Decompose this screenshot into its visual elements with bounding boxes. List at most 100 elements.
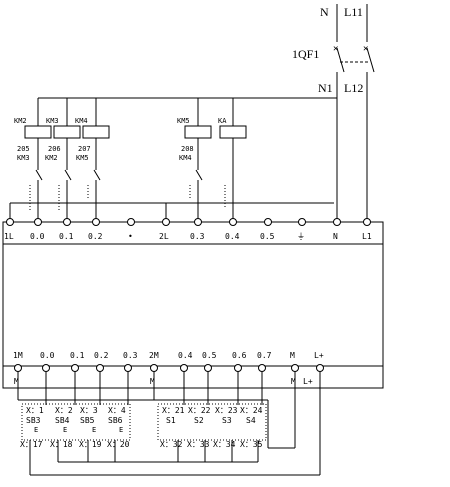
breaker-blade-n: [336, 47, 345, 73]
input-terminal[interactable]: [14, 364, 22, 372]
coil-km5-label: KM5: [177, 117, 190, 125]
svg-text:M: M: [150, 377, 155, 386]
breaker-mark-n: ✕: [333, 44, 338, 54]
coil-km2-label: KM2: [14, 117, 27, 125]
svg-text:M: M: [14, 377, 19, 386]
breaker-label: 1QF1: [292, 47, 319, 61]
svg-text:KM4: KM4: [179, 154, 192, 162]
output-terminal[interactable]: [363, 218, 371, 226]
svg-text:X：23: X：23: [215, 406, 238, 415]
svg-text:X：21: X：21: [162, 406, 185, 415]
output-terminal[interactable]: [162, 218, 170, 226]
input-terminal[interactable]: [234, 364, 242, 372]
output-terminal[interactable]: [92, 218, 100, 226]
svg-text:X：35: X：35: [240, 440, 263, 449]
coil-ka-label: KA: [218, 117, 227, 125]
input-terminal[interactable]: [316, 364, 324, 372]
output-terminal[interactable]: [264, 218, 272, 226]
coil-km4: [82, 125, 110, 139]
input-terminal-labels: 1M 0.0 0.1 0.2 0.3 2M 0.4 0.5 0.6 0.7 M …: [13, 351, 324, 360]
svg-text:207: 207: [78, 145, 91, 153]
power-l11-label: L11: [344, 5, 363, 19]
coil-ka: [219, 125, 247, 139]
svg-text:L1: L1: [362, 232, 372, 241]
device-s3: S3: [222, 416, 232, 425]
input-terminal[interactable]: [291, 364, 299, 372]
contact-annotations: [29, 185, 226, 212]
coil-km2: [24, 125, 52, 139]
coil-km3: [53, 125, 81, 139]
svg-text:0.2: 0.2: [94, 351, 109, 360]
output-terminal[interactable]: [298, 218, 306, 226]
svg-text:X：2: X：2: [55, 406, 73, 415]
power-n-label: N: [320, 5, 329, 19]
output-terminal[interactable]: [34, 218, 42, 226]
output-terminal[interactable]: [6, 218, 14, 226]
input-terminal[interactable]: [42, 364, 50, 372]
svg-text:L+: L+: [303, 377, 313, 386]
ground-icon: ⏚: [297, 232, 305, 241]
output-terminal[interactable]: [194, 218, 202, 226]
input-terminal[interactable]: [150, 364, 158, 372]
coil-km5: [184, 125, 212, 139]
svg-text:0.4: 0.4: [178, 351, 193, 360]
interlock-contact-km3: [35, 169, 43, 181]
svg-text:0.5: 0.5: [260, 232, 275, 241]
interlock-contact-km5: [93, 169, 101, 181]
svg-text:X：4: X：4: [108, 406, 126, 415]
field-terminals-top: X：1 X：2 X：3 X：4 X：21 X：22 X：23 X：24: [26, 406, 263, 415]
svg-text:1L: 1L: [4, 232, 14, 241]
pushbutton-icon: E: [34, 426, 38, 434]
svg-text:208: 208: [181, 145, 194, 153]
svg-text:2L: 2L: [159, 232, 169, 241]
breaker-mark-l: ✕: [363, 44, 368, 54]
input-pin-letters: M M M L+: [14, 377, 313, 386]
input-branch-wires: [29, 371, 263, 475]
input-terminal[interactable]: [96, 364, 104, 372]
svg-text:0.3: 0.3: [123, 351, 138, 360]
svg-text:206: 206: [48, 145, 61, 153]
svg-text:0.0: 0.0: [40, 351, 55, 360]
field-terminals-bottom: X：17 X：18 X：19 X：20 X：32 X：33 X：34 X：35: [20, 440, 263, 449]
svg-text:X：17: X：17: [20, 440, 43, 449]
input-terminal[interactable]: [124, 364, 132, 372]
svg-text:0.7: 0.7: [257, 351, 272, 360]
svg-text:0.2: 0.2: [88, 232, 103, 241]
interlock-contact-km2: [64, 169, 72, 181]
svg-text:0.4: 0.4: [225, 232, 240, 241]
output-terminal[interactable]: [127, 218, 135, 226]
device-s4: S4: [246, 416, 256, 425]
svg-text:1M: 1M: [13, 351, 23, 360]
input-terminal[interactable]: [258, 364, 266, 372]
coil-km3-label: KM3: [46, 117, 59, 125]
svg-text:X：32: X：32: [160, 440, 183, 449]
output-terminal[interactable]: [229, 218, 237, 226]
svg-text:X：34: X：34: [213, 440, 236, 449]
device-sb5: SB5: [80, 416, 95, 425]
output-terminal[interactable]: [333, 218, 341, 226]
device-s1: S1: [166, 416, 176, 425]
svg-text:0.3: 0.3: [190, 232, 205, 241]
svg-text:205: 205: [17, 145, 30, 153]
pushbutton-icon: E: [119, 426, 123, 434]
coil-km4-label: KM4: [75, 117, 88, 125]
svg-text:KM5: KM5: [76, 154, 89, 162]
svg-text:KM3: KM3: [17, 154, 30, 162]
input-terminal[interactable]: [180, 364, 188, 372]
power-n1-label: N1: [318, 81, 333, 95]
output-terminal-labels: 1L 0.0 0.1 0.2 • 2L 0.3 0.4 0.5 ⏚ N L1: [4, 232, 372, 241]
output-terminal[interactable]: [63, 218, 71, 226]
svg-text:M: M: [290, 351, 295, 360]
pushbutton-terminal-strip: [21, 403, 131, 441]
plc-module: [2, 221, 384, 389]
svg-text:X：33: X：33: [187, 440, 210, 449]
svg-text:0.1: 0.1: [70, 351, 85, 360]
svg-text:0.5: 0.5: [202, 351, 217, 360]
svg-text:0.0: 0.0: [30, 232, 45, 241]
svg-text:X：3: X：3: [80, 406, 98, 415]
svg-text:KM2: KM2: [45, 154, 58, 162]
input-terminal[interactable]: [71, 364, 79, 372]
svg-text:N: N: [333, 232, 338, 241]
input-terminal[interactable]: [204, 364, 212, 372]
field-device-labels: SB3 SB4 SB5 SB6 S1 S2 S3 S4: [26, 416, 256, 425]
